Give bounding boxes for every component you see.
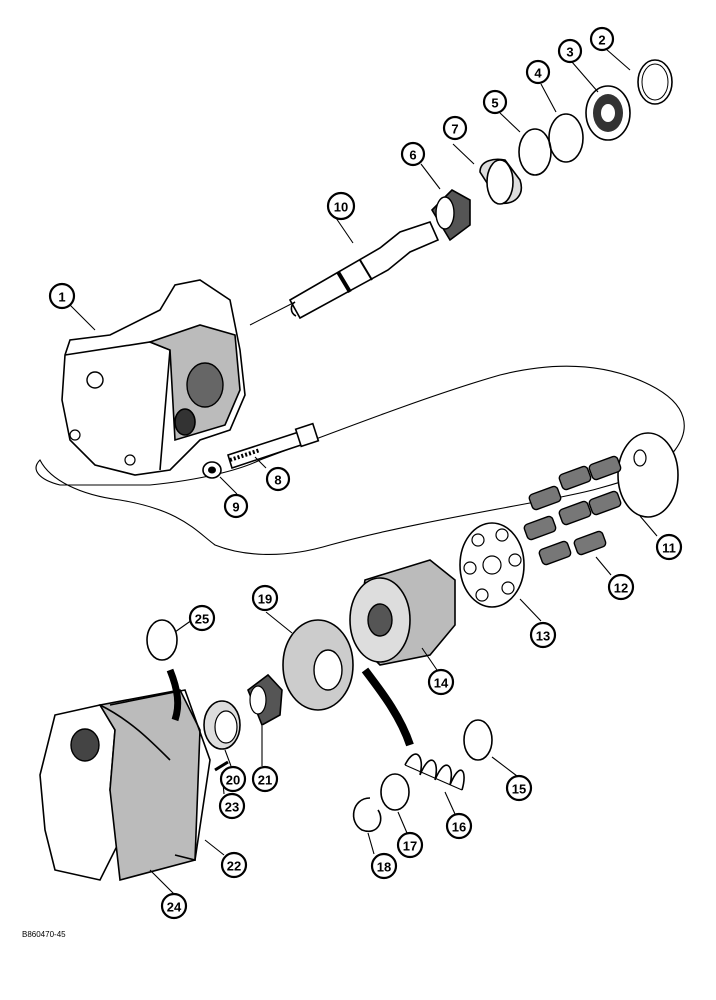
svg-text:20: 20 — [226, 773, 240, 788]
part-23-pin — [214, 760, 229, 772]
callout-18: 18 — [370, 852, 398, 880]
part-5-washer — [518, 128, 552, 176]
svg-text:21: 21 — [258, 773, 272, 788]
callout-19: 19 — [251, 584, 279, 612]
svg-text:17: 17 — [403, 839, 417, 854]
leader-lines — [69, 48, 658, 895]
svg-text:9: 9 — [232, 500, 239, 515]
svg-text:24: 24 — [167, 900, 182, 915]
svg-text:8: 8 — [274, 473, 281, 488]
svg-text:6: 6 — [409, 148, 416, 163]
callout-11: 11 — [655, 533, 683, 561]
part-21-bearing-cone — [247, 673, 283, 727]
part-11-thrust-plate — [617, 432, 679, 518]
part-19-valve-plate — [282, 619, 354, 711]
callout-24: 24 — [160, 892, 188, 920]
part-12-piston-set — [523, 455, 622, 566]
callout-4: 4 — [525, 59, 551, 85]
part-18-snap-ring — [352, 797, 382, 833]
callout-14: 14 — [427, 668, 455, 696]
part-2-snap-ring — [637, 59, 673, 105]
callout-13: 13 — [529, 621, 557, 649]
part-24-end-cover — [39, 689, 201, 882]
part-6-bearing-cone — [430, 189, 471, 242]
callout-12: 12 — [607, 573, 635, 601]
part-9-washer — [202, 461, 222, 479]
callout-label: 1 — [58, 290, 65, 305]
part-17-washer — [380, 773, 410, 811]
svg-text:19: 19 — [258, 592, 272, 607]
callout-21: 21 — [251, 765, 279, 793]
callout-15: 15 — [505, 774, 533, 802]
svg-text:25: 25 — [195, 612, 209, 627]
part-16-spring — [404, 753, 465, 791]
svg-text:15: 15 — [512, 782, 526, 797]
callout-23: 23 — [218, 792, 246, 820]
callout-6: 6 — [400, 141, 426, 167]
svg-text:23: 23 — [225, 800, 239, 815]
svg-text:22: 22 — [227, 859, 241, 874]
callout-9: 9 — [223, 493, 249, 519]
callout-8: 8 — [265, 466, 291, 492]
part-7-bearing-cup — [479, 158, 522, 205]
callout-7: 7 — [442, 115, 468, 141]
svg-text:16: 16 — [452, 820, 466, 835]
callout-2: 2 — [589, 26, 615, 52]
part-22-gasket — [109, 689, 211, 861]
callout-22: 22 — [220, 851, 248, 879]
part-25-o-ring — [146, 619, 178, 661]
callout-17: 17 — [396, 831, 424, 859]
svg-text:4: 4 — [534, 66, 542, 81]
part-1-pump-housing — [61, 279, 296, 476]
callout-10: 10 — [326, 191, 356, 221]
part-10-shaft — [288, 221, 440, 320]
callout-5: 5 — [482, 89, 508, 115]
part-20-bearing-cup — [203, 700, 241, 750]
part-3-seal — [585, 85, 631, 141]
callout-16: 16 — [445, 812, 473, 840]
svg-text:10: 10 — [334, 200, 348, 215]
callout-25: 25 — [188, 604, 216, 632]
part-14-cylinder-block — [349, 559, 456, 666]
callout-3: 3 — [557, 38, 583, 64]
svg-text:14: 14 — [434, 676, 449, 691]
svg-text:7: 7 — [451, 122, 458, 137]
assembly-boundary-line — [35, 365, 685, 556]
svg-text:13: 13 — [536, 629, 550, 644]
part-8-bolt — [227, 422, 320, 470]
svg-text:5: 5 — [491, 96, 498, 111]
part-4-retaining-ring — [548, 113, 584, 163]
callout-20: 20 — [219, 765, 247, 793]
reference-code: B860470-45 — [22, 930, 66, 939]
part-15-washer — [463, 719, 493, 761]
svg-text:12: 12 — [614, 581, 628, 596]
svg-text:2: 2 — [598, 33, 605, 48]
svg-text:11: 11 — [662, 541, 676, 556]
callout-1: 1 — [48, 282, 76, 310]
part-13-retainer-plate — [459, 522, 525, 608]
svg-text:18: 18 — [377, 860, 391, 875]
svg-text:3: 3 — [566, 45, 573, 60]
